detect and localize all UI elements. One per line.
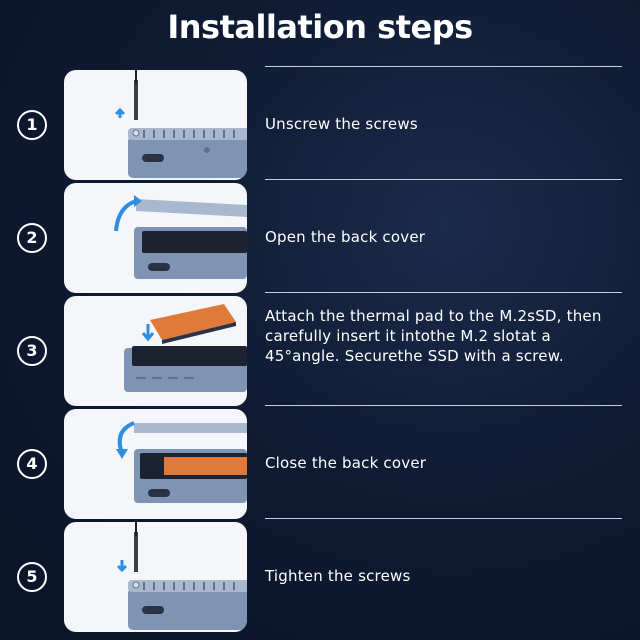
- step-2: 2 Open the back cover: [0, 179, 640, 293]
- step-text: Unscrew the screws: [265, 115, 418, 133]
- screwdriver-up-icon: [114, 107, 126, 118]
- divider: [265, 66, 622, 67]
- step-4: 4 Close the back cover: [0, 405, 640, 519]
- step-number-badge: 4: [17, 449, 47, 479]
- step-number-badge: 5: [17, 562, 47, 592]
- step-3: 3 Attach the thermal pad to the M.2sSD, …: [0, 292, 640, 406]
- step-5: 5 Tighten the screws: [0, 518, 640, 632]
- open-arrow-icon: [114, 195, 142, 232]
- step-1: 1 Unscrew the screws: [0, 66, 640, 180]
- step-3-illustration: [64, 296, 247, 406]
- step-text: Close the back cover: [265, 454, 427, 472]
- divider: [265, 518, 622, 519]
- insert-arrow-icon: [141, 324, 155, 342]
- page-title: Installation steps: [167, 8, 473, 46]
- divider: [265, 292, 622, 293]
- close-arrow-icon: [116, 421, 135, 459]
- screwdriver-down-icon: [116, 560, 128, 573]
- step-number-badge: 3: [17, 336, 47, 366]
- step-text: Attach the thermal pad to the M.2sSD, th…: [265, 307, 602, 365]
- step-1-illustration: [64, 70, 247, 180]
- step-5-illustration: [64, 522, 247, 632]
- step-text: Tighten the screws: [265, 567, 411, 585]
- divider: [265, 179, 622, 180]
- divider: [265, 405, 622, 406]
- step-number-badge: 2: [17, 223, 47, 253]
- step-4-illustration: [64, 409, 247, 519]
- step-text: Open the back cover: [265, 228, 426, 246]
- step-number-badge: 1: [17, 110, 47, 140]
- step-2-illustration: [64, 183, 247, 293]
